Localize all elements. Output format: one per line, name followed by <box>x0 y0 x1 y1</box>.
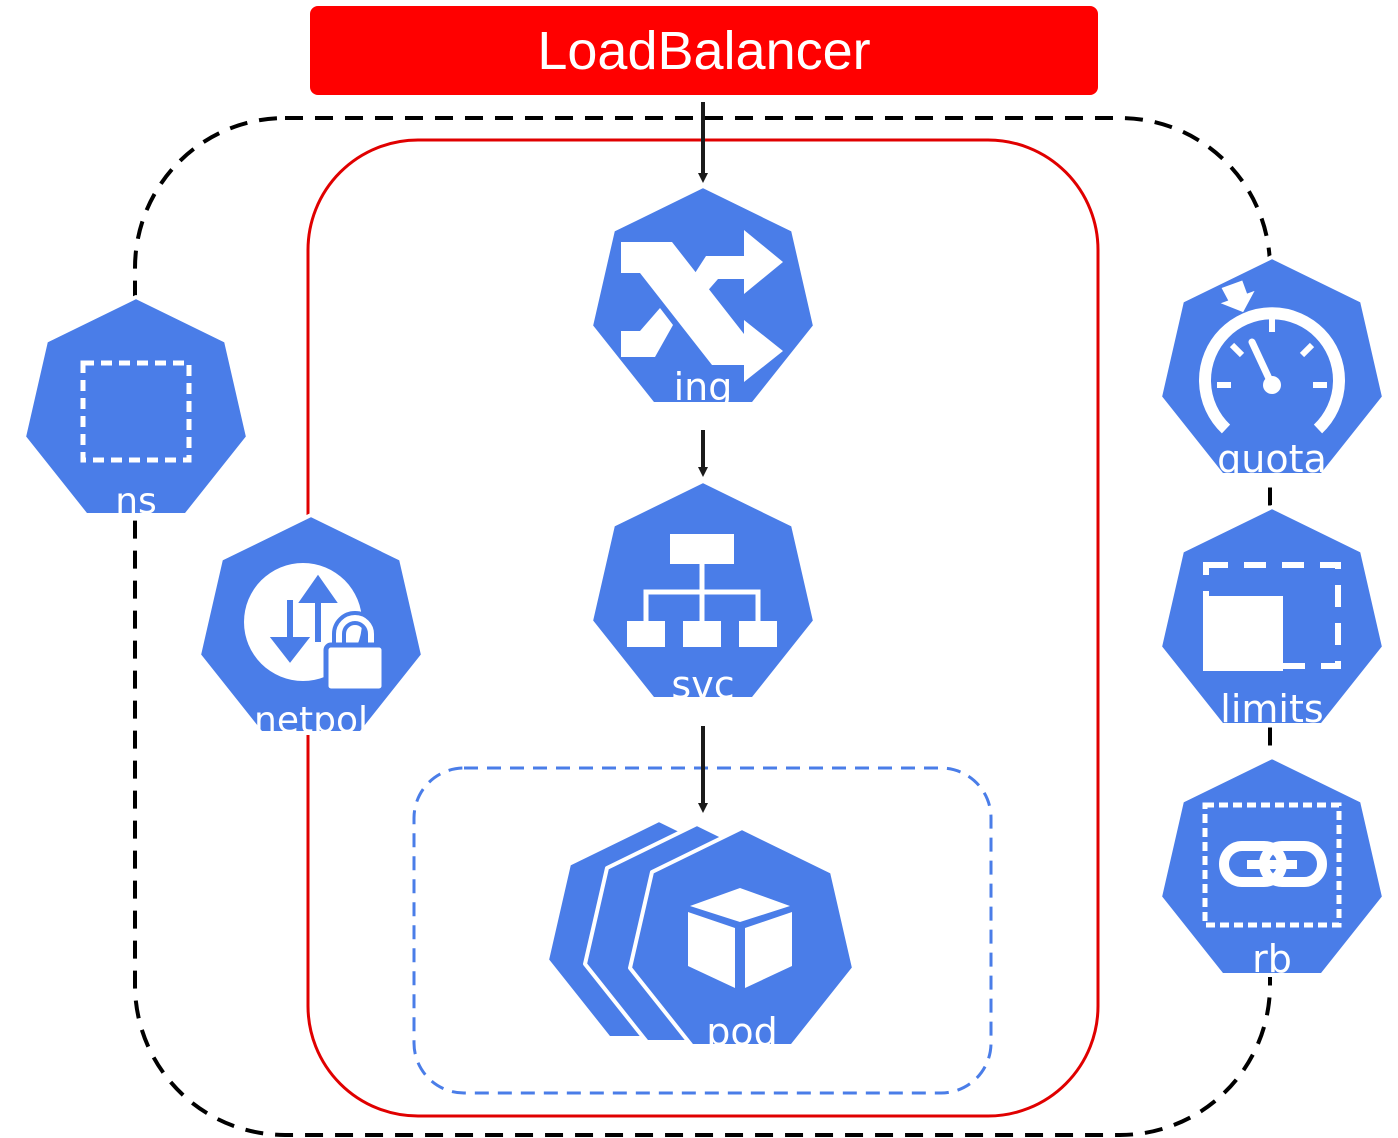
svc-node: svc <box>589 479 817 707</box>
pod-label: pod <box>706 1010 778 1054</box>
load-balancer: LoadBalancer <box>310 6 1098 95</box>
rb-label: rb <box>1252 937 1292 981</box>
service-icon <box>627 534 777 647</box>
limit-range-icon <box>1203 562 1341 671</box>
cube-icon <box>688 888 792 988</box>
quota-label: quota <box>1217 437 1327 481</box>
rolebinding-icon <box>1202 802 1342 928</box>
ingress-icon <box>621 230 783 382</box>
limits-node: limits <box>1158 505 1386 731</box>
gauge-icon <box>1199 280 1345 434</box>
namespace-icon <box>80 360 192 463</box>
ns-node: ns <box>22 295 250 522</box>
pod-node: pod <box>545 818 856 1054</box>
namespace-boundary <box>133 116 1272 1137</box>
netpol-node: netpol <box>197 513 425 741</box>
netpol-label: netpol <box>254 700 368 741</box>
ing-label: ing <box>674 365 733 409</box>
quota-node: quota <box>1158 255 1386 481</box>
ing-node: ing <box>589 184 817 409</box>
network-policy-icon <box>244 563 387 694</box>
svc-label: svc <box>671 663 734 707</box>
ns-label: ns <box>115 481 157 522</box>
load-balancer-label: LoadBalancer <box>537 20 871 81</box>
limits-label: limits <box>1220 687 1323 731</box>
rb-node: rb <box>1158 755 1386 981</box>
